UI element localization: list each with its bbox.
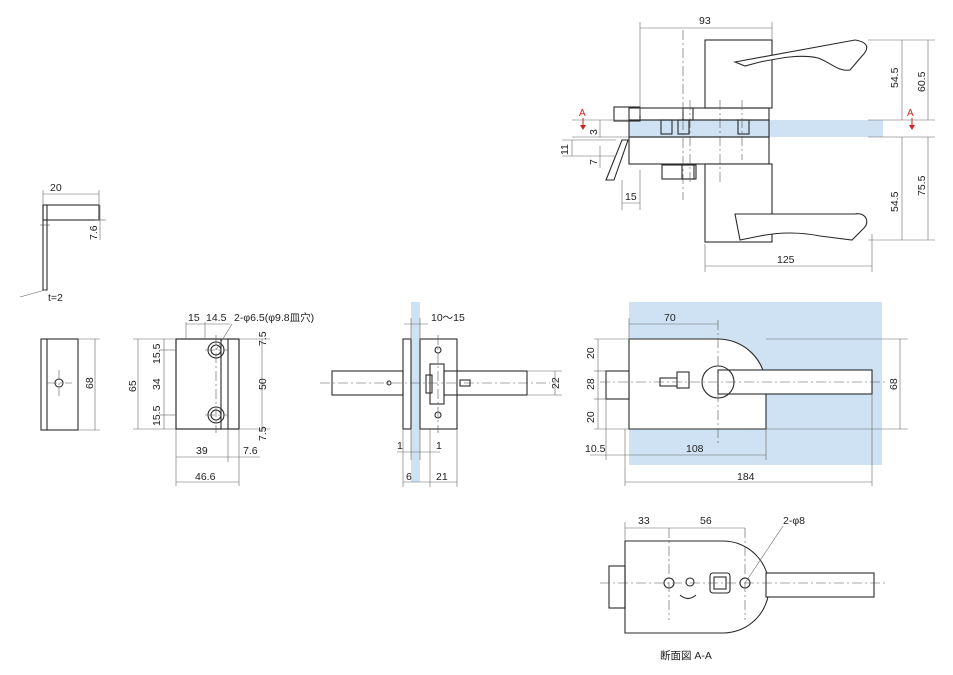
dim-20-lower: 20 — [585, 411, 597, 423]
dim-56: 56 — [700, 515, 712, 527]
section-caption: 断面図 A-A — [660, 649, 712, 662]
dim-3: 3 — [588, 129, 600, 135]
dim-22: 22 — [550, 377, 562, 389]
dim-39: 39 — [196, 445, 208, 457]
dim-28: 28 — [585, 378, 597, 390]
side-view: 15 14.5 2-φ6.5(φ9.8皿穴) 65 15.5 34 15.5 7… — [127, 311, 314, 486]
dim-34: 34 — [151, 378, 163, 390]
front-view: 70 20 28 20 68 10.5 108 184 — [585, 312, 908, 486]
dim-11: 11 — [559, 144, 571, 155]
dim-50: 50 — [257, 378, 269, 390]
holes-note-section: 2-φ8 — [783, 515, 805, 527]
dim-7-5-upper: 7.5 — [257, 331, 269, 346]
dim-7-6-strike: 7.6 — [88, 225, 100, 240]
dim-184: 184 — [737, 471, 755, 483]
dim-75-5: 75.5 — [916, 175, 928, 196]
dim-65: 65 — [127, 380, 139, 392]
glass-section-view: 10～15 22 1 1 6 21 — [320, 312, 562, 487]
holes-note-side: 2-φ6.5(φ9.8皿穴) — [234, 311, 314, 324]
dim-54-5-upper: 54.5 — [889, 67, 901, 88]
dim-7-5-lower: 7.5 — [257, 426, 269, 441]
dim-15-5-upper: 15.5 — [151, 343, 163, 364]
dim-68-front: 68 — [888, 378, 900, 390]
dim-46-6: 46.6 — [195, 471, 216, 483]
dim-54-5-lower: 54.5 — [889, 191, 901, 212]
dim-15-top: 15 — [625, 191, 637, 203]
strike-front-view: 68 — [40, 338, 100, 431]
dim-1-right: 1 — [436, 440, 442, 452]
dim-7: 7 — [588, 159, 600, 165]
dim-108: 108 — [686, 443, 704, 455]
top-view: A A 93 54.5 60.5 54.5 75.5 3 11 7 1 — [559, 15, 935, 272]
section-view: 33 56 2-φ8 断面図 A-A — [600, 515, 885, 662]
dim-20-upper: 20 — [585, 347, 597, 359]
dim-14-5: 14.5 — [206, 312, 227, 324]
dim-60-5: 60.5 — [916, 71, 928, 92]
dim-20-strike: 20 — [50, 182, 62, 194]
dim-33: 33 — [638, 515, 650, 527]
dim-10-15: 10～15 — [431, 312, 465, 324]
dim-68-strike: 68 — [84, 377, 96, 389]
glass-top-view — [629, 120, 883, 137]
section-mark-right: A — [907, 108, 914, 119]
dim-1-left: 1 — [397, 440, 403, 452]
dim-21: 21 — [436, 471, 448, 483]
strike-plate-view: 20 7.6 t=2 — [19, 182, 106, 304]
dim-7-6-side: 7.6 — [243, 445, 258, 457]
glass-side-section — [411, 302, 420, 482]
dim-15-side: 15 — [188, 312, 200, 324]
dim-125: 125 — [777, 254, 795, 266]
thickness-t2: t=2 — [48, 292, 63, 304]
section-mark-left: A — [579, 108, 586, 119]
dim-15-5-lower: 15.5 — [151, 405, 163, 426]
dim-70: 70 — [664, 312, 676, 324]
dim-93: 93 — [699, 15, 711, 27]
dim-6: 6 — [406, 471, 412, 483]
dim-10-5: 10.5 — [585, 443, 606, 455]
